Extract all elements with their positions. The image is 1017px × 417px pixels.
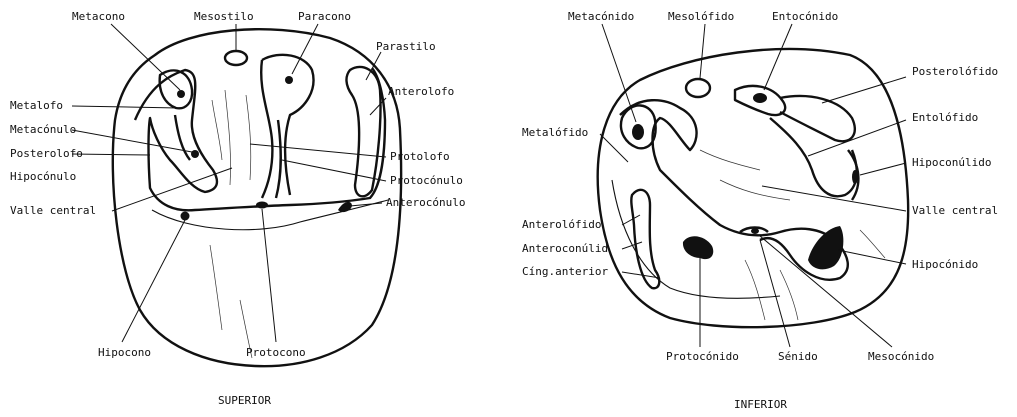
upper-dot-metacono xyxy=(177,90,185,98)
upper-protolofo-ridge xyxy=(276,120,281,198)
lower-dot-hipoconido xyxy=(808,226,843,269)
lower-dot-mesoconido xyxy=(751,228,759,234)
label-mesostilo: Mesostilo xyxy=(194,10,254,23)
label-hipoconulido: Hipoconúlido xyxy=(912,156,991,169)
label-valle-central-inf: Valle central xyxy=(912,204,998,217)
label-metaconido: Metacónido xyxy=(568,10,634,23)
lower-anterolofido-loop xyxy=(631,190,659,288)
lower-dot-hipoconulido xyxy=(852,170,858,184)
upper-molar: Metacono Mesostilo Paracono Parastilo An… xyxy=(10,10,465,407)
label-mesolofido: Mesolófido xyxy=(668,10,734,23)
upper-leader-lines xyxy=(72,24,386,342)
label-protocono: Protocono xyxy=(246,346,306,359)
upper-fine-lines xyxy=(210,90,252,358)
caption-inferior: INFERIOR xyxy=(734,398,787,411)
label-protolofo: Protolofo xyxy=(390,150,450,163)
label-senido: Sénido xyxy=(778,350,818,363)
upper-metacono-loop xyxy=(160,70,192,108)
upper-metalofo-ridge xyxy=(175,115,190,160)
label-metalofido: Metalófido xyxy=(522,126,588,139)
label-metacono: Metacono xyxy=(72,10,125,23)
label-posterolofido: Posterolófido xyxy=(912,65,998,78)
label-mesoconido: Mesocónido xyxy=(868,350,934,363)
lower-molar: Metacónido Mesolófido Entocónido Postero… xyxy=(522,10,998,411)
label-metaconulo: Metacónulo xyxy=(10,123,76,136)
label-entoconido: Entocónido xyxy=(772,10,838,23)
upper-dot-protocono xyxy=(256,202,268,209)
lower-dot-metaconido xyxy=(632,124,644,140)
upper-dot-paracono xyxy=(285,76,293,84)
lower-leader-lines xyxy=(600,24,906,347)
upper-dot-hipocono xyxy=(181,212,190,221)
caption-superior: SUPERIOR xyxy=(218,394,271,407)
label-cing-anterior: Cíng.anterior xyxy=(522,265,608,278)
lower-posterolofido-loop xyxy=(780,96,855,141)
lower-dot-protoconido xyxy=(683,236,713,259)
upper-paracono-loop xyxy=(261,55,313,198)
label-valle-central-sup: Valle central xyxy=(10,204,96,217)
label-anteroconulid: Anteroconúlid xyxy=(522,242,608,255)
upper-dot-metaconulo xyxy=(191,150,199,158)
lower-dot-entoconido xyxy=(753,93,767,103)
upper-mesostilo xyxy=(225,51,247,65)
label-metalofo: Metalofo xyxy=(10,99,63,112)
label-anterolofo: Anterolofo xyxy=(388,85,454,98)
label-paracono: Paracono xyxy=(298,10,351,23)
label-posterolofo: Posterolofo xyxy=(10,147,83,160)
label-anterolofido: Anterolófido xyxy=(522,218,601,231)
label-protoconido: Protocónido xyxy=(666,350,739,363)
lower-mesolofido xyxy=(686,79,710,97)
label-entolofido: Entolófido xyxy=(912,111,978,124)
label-hipoconulo: Hipocónulo xyxy=(10,170,76,183)
label-hipoconido: Hipocónido xyxy=(912,258,978,271)
label-anteroconulo: Anterocónulo xyxy=(386,196,465,209)
upper-dot-anteroconulo xyxy=(338,202,352,212)
label-hipocono: Hipocono xyxy=(98,346,151,359)
label-parastilo: Parastilo xyxy=(376,40,436,53)
label-protoconulo: Protocónulo xyxy=(390,174,463,187)
